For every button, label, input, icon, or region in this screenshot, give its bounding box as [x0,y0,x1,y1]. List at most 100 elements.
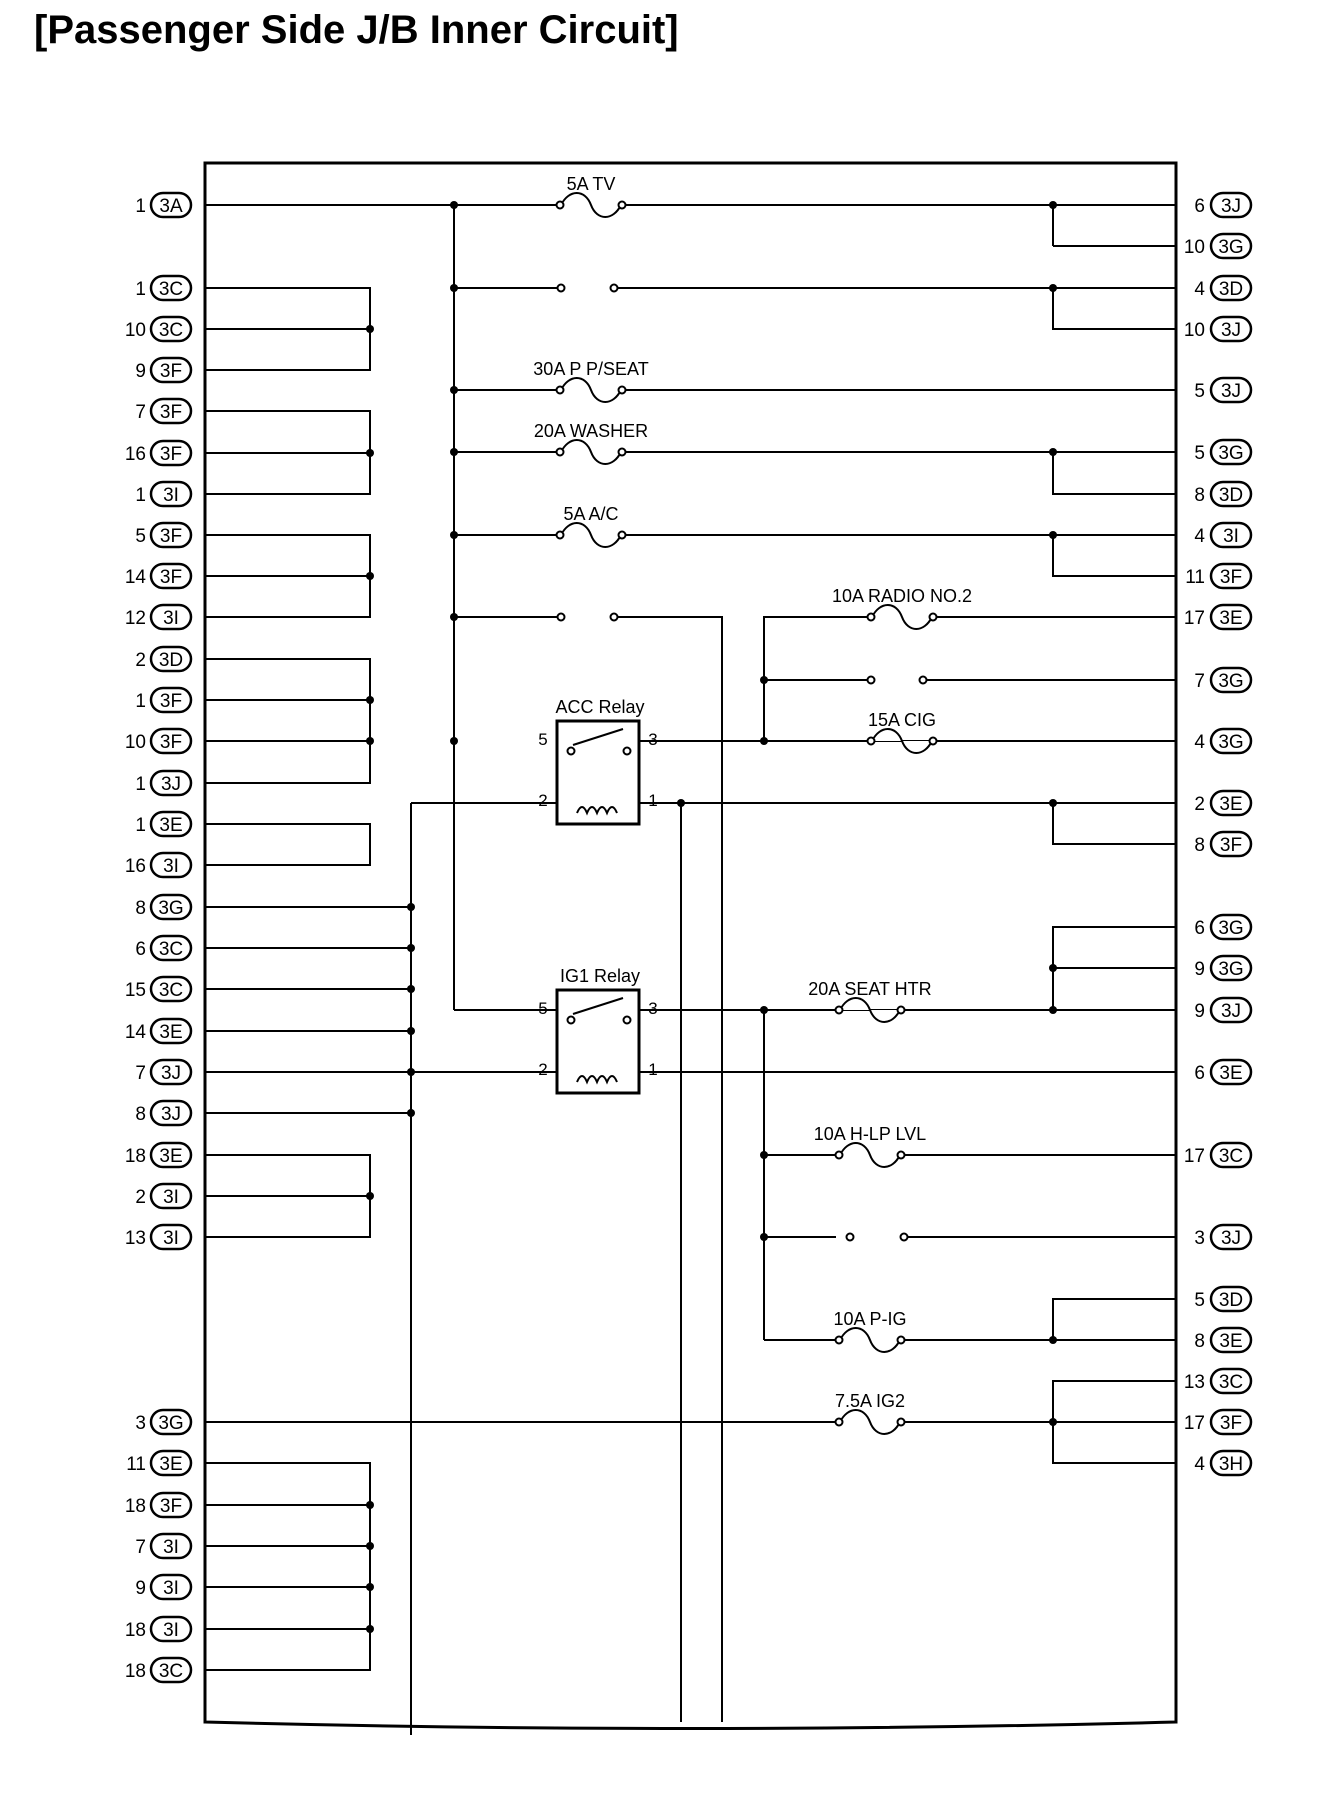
junction-dot [407,1068,415,1076]
connector-id: 3J [1221,320,1241,341]
connector-badge [1209,480,1253,508]
fuse-terminal [834,1005,844,1015]
connector-badge [1209,603,1253,631]
connector-badge [149,1223,193,1251]
connector-badge [149,1449,193,1477]
pin-number: 15 [125,980,146,1001]
connector-badge [149,769,193,797]
junction-dot [450,613,458,621]
connector-badge [149,1532,193,1560]
fuse-symbol [560,522,622,548]
connector-badge [1209,1449,1253,1477]
relay-terminal: 3 [648,730,657,749]
pin-number: 11 [126,1454,146,1475]
fuse-ig2: 7.5A IG2 [834,1391,906,1435]
page-title: [Passenger Side J/B Inner Circuit] [34,8,679,52]
connector-badge [149,1099,193,1127]
connector-id: 3J [161,1063,181,1084]
connector-badge [1209,274,1253,302]
fuse-terminal [896,1150,906,1160]
relay-terminal: 2 [538,791,547,810]
junction-dot [1049,1006,1057,1014]
connector-id: 3E [1219,1063,1242,1084]
connector-id: 3I [1223,526,1239,547]
connector-id: 3F [160,444,182,465]
pin-number: 8 [1194,835,1205,856]
wire [1052,288,1176,330]
fuse-label: 10A P-IG [833,1309,906,1329]
fuse-terminal [617,200,627,210]
junction-dot [450,201,458,209]
connector-badge [149,1182,193,1210]
wiring [203,161,1178,1735]
connector-id: 3I [163,608,179,629]
relay-terminal: 2 [538,1060,547,1079]
terminal [899,1232,909,1242]
wire [763,616,871,741]
pin-number: 4 [1194,279,1205,300]
pin-number: 11 [1185,567,1205,588]
connector-id: 3D [1219,279,1243,300]
junction-dot [407,985,415,993]
wire [1052,535,1176,577]
relay-label: IG1 Relay [560,966,640,986]
junction-dot [366,572,374,580]
relay-terminal: 5 [538,999,547,1018]
pin-number: 6 [135,939,146,960]
connector-id: 3J [1221,1228,1241,1249]
terminal [609,283,619,293]
relay-box [555,988,641,1095]
junction-dot [450,284,458,292]
fuse-symbol [560,439,622,465]
pin-number: 8 [135,1104,146,1125]
fuse-symbol [871,728,933,754]
connector-badge [149,1017,193,1045]
connector-badge [1209,1367,1253,1395]
pin-number: 7 [1194,671,1205,692]
wire [205,823,371,866]
pin-number: 1 [135,774,146,795]
pin-number: 8 [1194,1331,1205,1352]
fuse-terminal [617,530,627,540]
junction-dot [366,325,374,333]
relay-contact [622,746,632,756]
junction-dot [1049,1336,1057,1344]
wire [205,1462,371,1671]
fuse-symbol [839,997,901,1023]
fuse-terminal [834,1335,844,1345]
connector-id: 3C [159,320,183,341]
connector-id: 3E [159,1454,182,1475]
connector-id: 3J [1221,1001,1241,1022]
connector-id: 3F [160,361,182,382]
pin-number: 1 [135,815,146,836]
pin-number: 3 [135,1413,146,1434]
connector-badge [149,1408,193,1436]
pin-number: 1 [135,485,146,506]
connector-id: 3C [159,279,183,300]
fuse-tv: 5A TV [555,174,627,218]
connector-badge [1209,1326,1253,1354]
wire [616,616,723,1722]
connector-badge [149,934,193,962]
pin-number: 5 [1194,1290,1205,1311]
connector-id: 3H [1219,1454,1243,1475]
pin-number: 10 [1184,320,1205,341]
connector-badge [149,975,193,1003]
fuse-pig: 10A P-IG [833,1309,907,1353]
fuse-pseat: 30A P P/SEAT [533,359,649,403]
connector-id: 3I [163,485,179,506]
connector-id: 3E [159,1146,182,1167]
